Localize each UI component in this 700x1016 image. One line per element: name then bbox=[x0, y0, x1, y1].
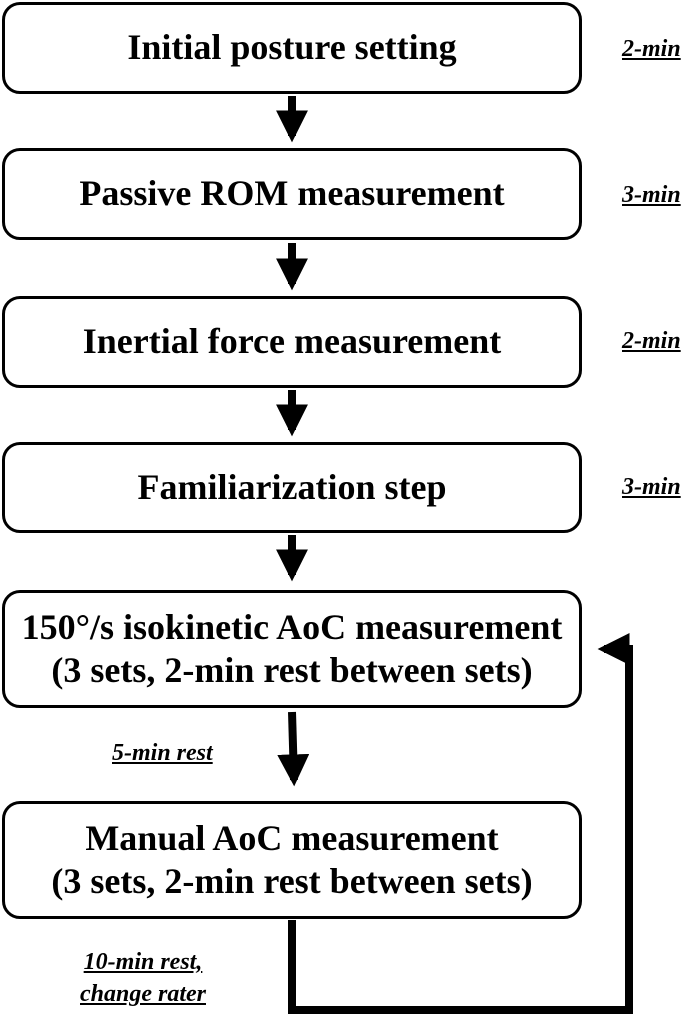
step-initial-posture-setting: Initial posture setting bbox=[2, 2, 582, 94]
duration-familiarization: 3-min bbox=[622, 474, 681, 500]
step-label-line1: 150°/s isokinetic AoC measurement bbox=[21, 606, 563, 647]
duration-initial-posture: 2-min bbox=[622, 36, 681, 62]
step-label: Passive ROM measurement bbox=[79, 173, 505, 214]
step-label-line2: (3 sets, 2-min rest between sets) bbox=[51, 861, 533, 901]
duration-inertial-force: 2-min bbox=[622, 328, 681, 354]
rest-label-5-min: 5-min rest bbox=[112, 740, 213, 766]
step-label-line1: Manual AoC measurement bbox=[85, 817, 499, 858]
step-manual-aoc-measurement: Manual AoC measurement (3 sets, 2-min re… bbox=[2, 801, 582, 919]
loop-back-label-line2: change rater bbox=[80, 981, 206, 1008]
step-label: Initial posture setting bbox=[127, 27, 457, 68]
loop-back-arrow bbox=[288, 633, 633, 1014]
step-label: Familiarization step bbox=[137, 466, 447, 507]
step-label-line2: (3 sets, 2-min rest between sets) bbox=[51, 650, 533, 690]
arrow-5-to-6 bbox=[277, 711, 310, 787]
step-inertial-force-measurement: Inertial force measurement bbox=[2, 296, 582, 388]
loop-back-label-line1: 10-min rest, bbox=[83, 949, 203, 975]
loop-back-label: 10-min rest, change rater bbox=[80, 946, 206, 1011]
step-familiarization: Familiarization step bbox=[2, 442, 582, 533]
step-isokinetic-aoc-measurement: 150°/s isokinetic AoC measurement (3 set… bbox=[2, 590, 582, 708]
step-passive-rom-measurement: Passive ROM measurement bbox=[2, 148, 582, 240]
duration-passive-rom: 3-min bbox=[622, 182, 681, 208]
step-label: Inertial force measurement bbox=[82, 321, 502, 362]
